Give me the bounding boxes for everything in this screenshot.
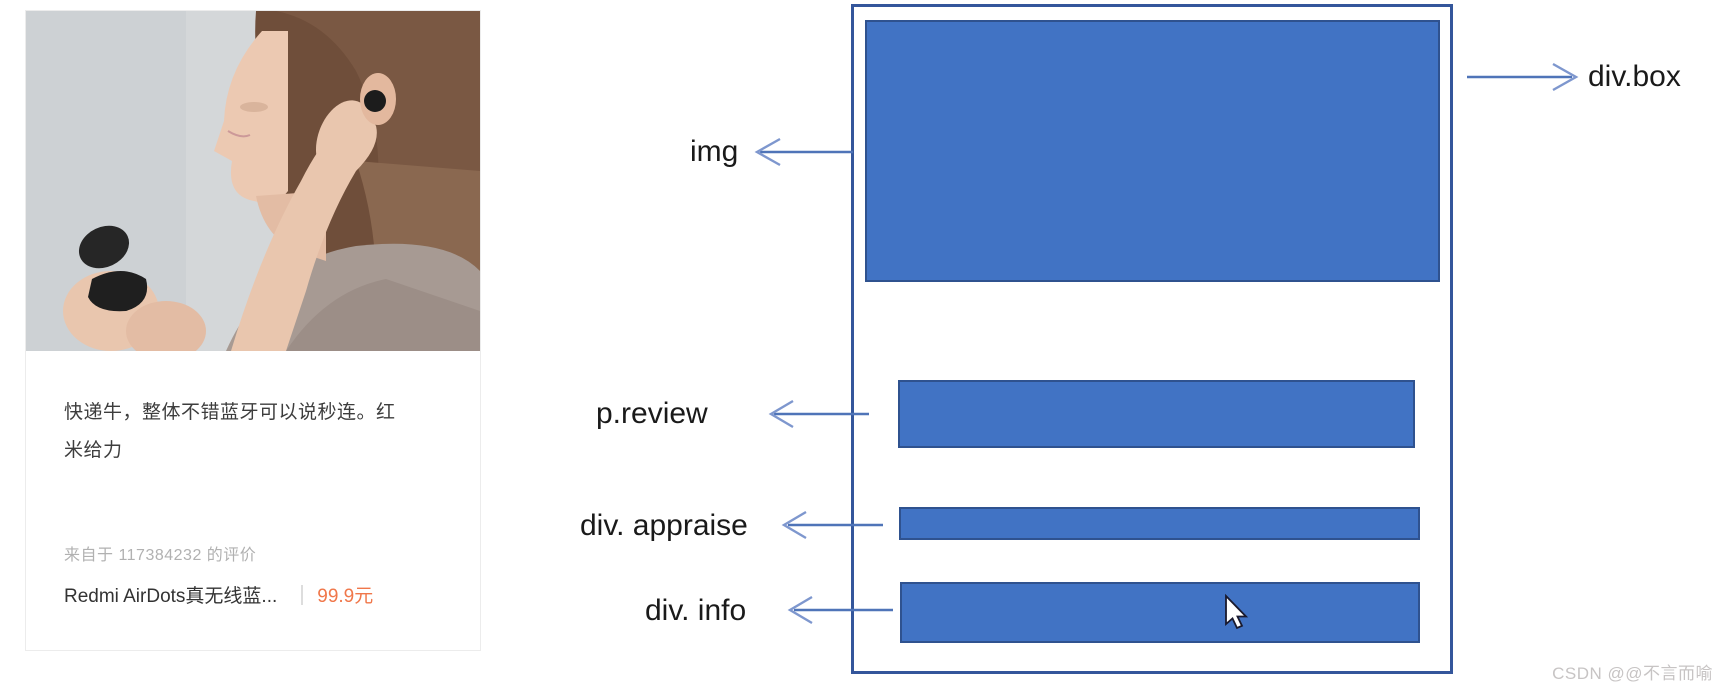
arrowhead-review-icon: [768, 399, 794, 429]
arrowhead-img-icon: [754, 137, 781, 167]
img-placeholder-box: [865, 20, 1440, 282]
product-image: [26, 11, 480, 351]
product-name: Redmi AirDots真无线蓝...: [64, 586, 278, 607]
review-source: 来自于 117384232 的评价: [64, 547, 257, 564]
product-card[interactable]: 快递牛，整体不错蓝牙可以说秒连。红米给力 来自于 117384232 的评价 R…: [25, 10, 481, 651]
label-p-review: p.review: [596, 397, 708, 430]
label-img: img: [690, 135, 739, 168]
div-appraise-placeholder-box: [899, 507, 1420, 540]
div-box-wireframe: [851, 4, 1453, 674]
divider: [301, 584, 304, 605]
product-info-row: Redmi AirDots真无线蓝... 99.9元: [64, 581, 464, 608]
label-div-appraise: div. appraise: [580, 509, 748, 542]
arrowhead-box-icon: [1552, 62, 1579, 92]
arrowhead-info-icon: [787, 595, 813, 625]
div-info-placeholder-box: [900, 582, 1420, 643]
earbud-photo-illustration: [26, 11, 480, 351]
label-div-info: div. info: [645, 594, 747, 627]
product-price: 99.9元: [317, 586, 374, 607]
csdn-watermark: CSDN @@不言而喻: [1552, 664, 1713, 683]
label-div-box: div.box: [1588, 60, 1681, 93]
review-text: 快递牛，整体不错蓝牙可以说秒连。红米给力: [64, 402, 396, 461]
p-review-placeholder-box: [898, 380, 1415, 448]
arrowhead-appraise-icon: [781, 510, 807, 540]
